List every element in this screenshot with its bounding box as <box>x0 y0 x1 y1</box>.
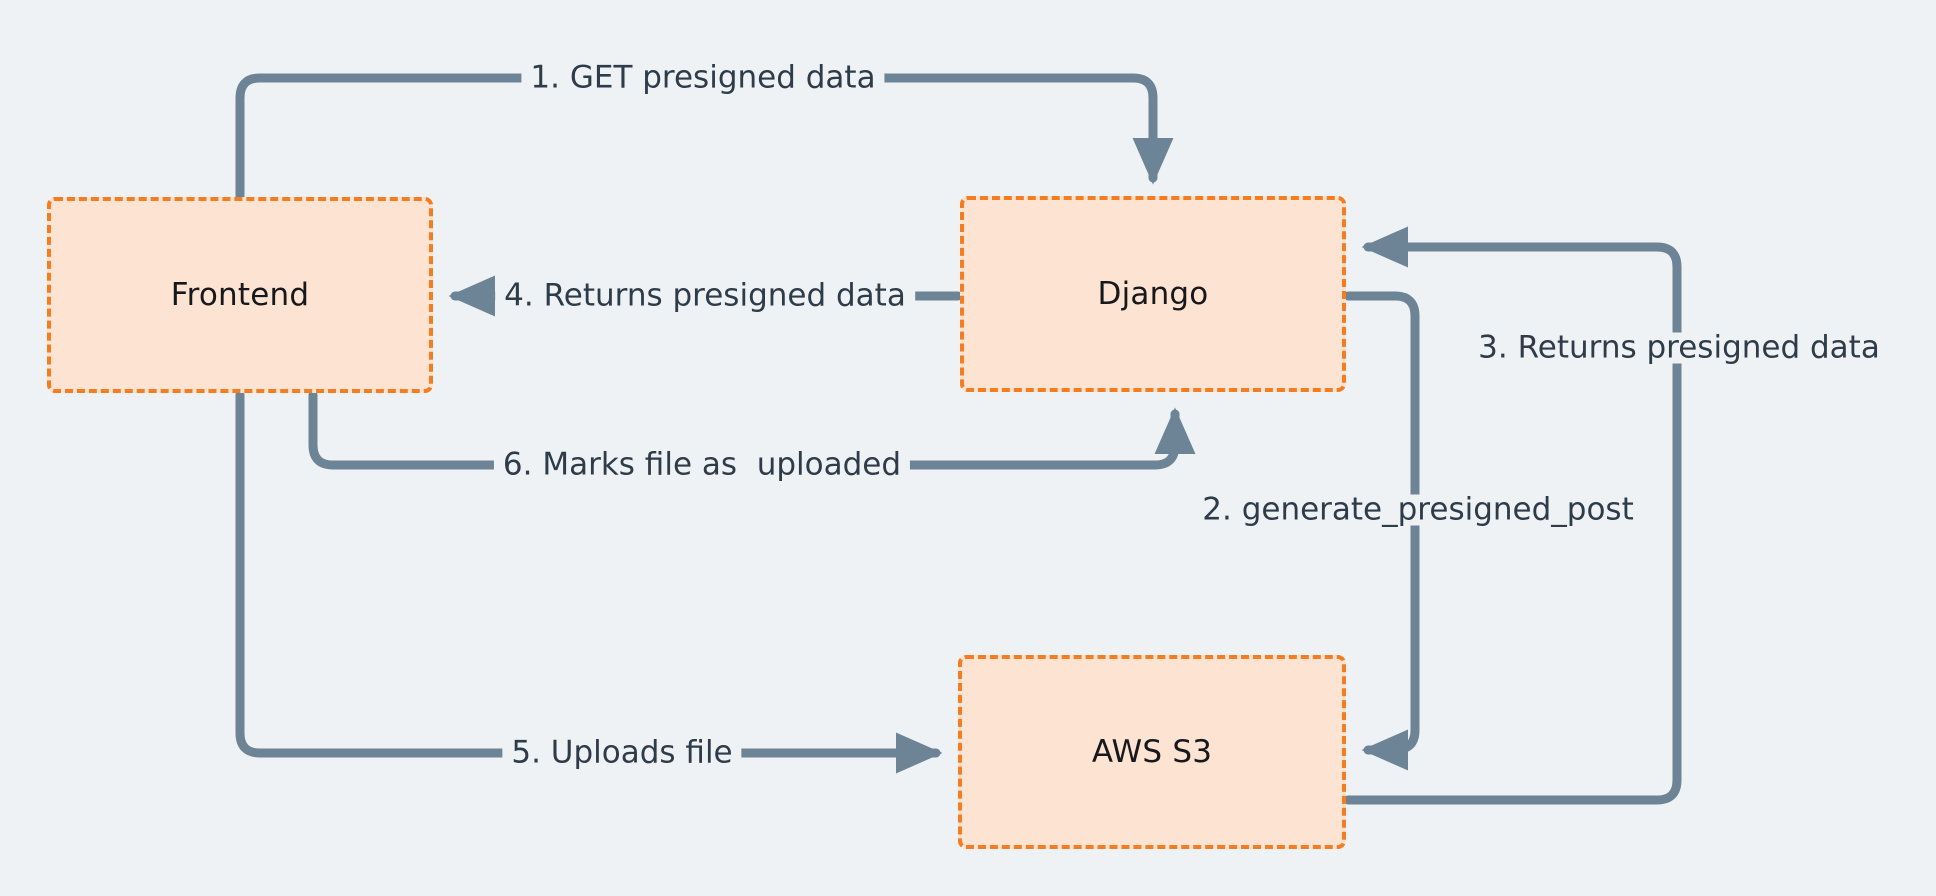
node-aws-s3-label: AWS S3 <box>1091 734 1213 770</box>
edge-label-5: 5. Uploads file <box>502 737 742 769</box>
edge-1-path <box>235 73 1174 202</box>
node-aws-s3[interactable]: AWS S3 <box>958 655 1346 849</box>
edge-label-1: 1. GET presigned data <box>521 62 885 94</box>
edge-3-path <box>1343 226 1682 805</box>
edge-label-4: 4. Returns presigned data <box>495 280 915 312</box>
edge-label-3: 3. Returns presigned data <box>1469 332 1889 364</box>
edge-5-path <box>235 390 943 774</box>
node-frontend-label: Frontend <box>170 277 310 313</box>
node-frontend[interactable]: Frontend <box>47 197 433 393</box>
edge-label-2: 2. generate_presigned_post <box>1193 494 1643 526</box>
edge-label-6: 6. Marks file as uploaded <box>493 449 911 481</box>
node-django-label: Django <box>1097 276 1209 312</box>
node-django[interactable]: Django <box>960 196 1346 392</box>
